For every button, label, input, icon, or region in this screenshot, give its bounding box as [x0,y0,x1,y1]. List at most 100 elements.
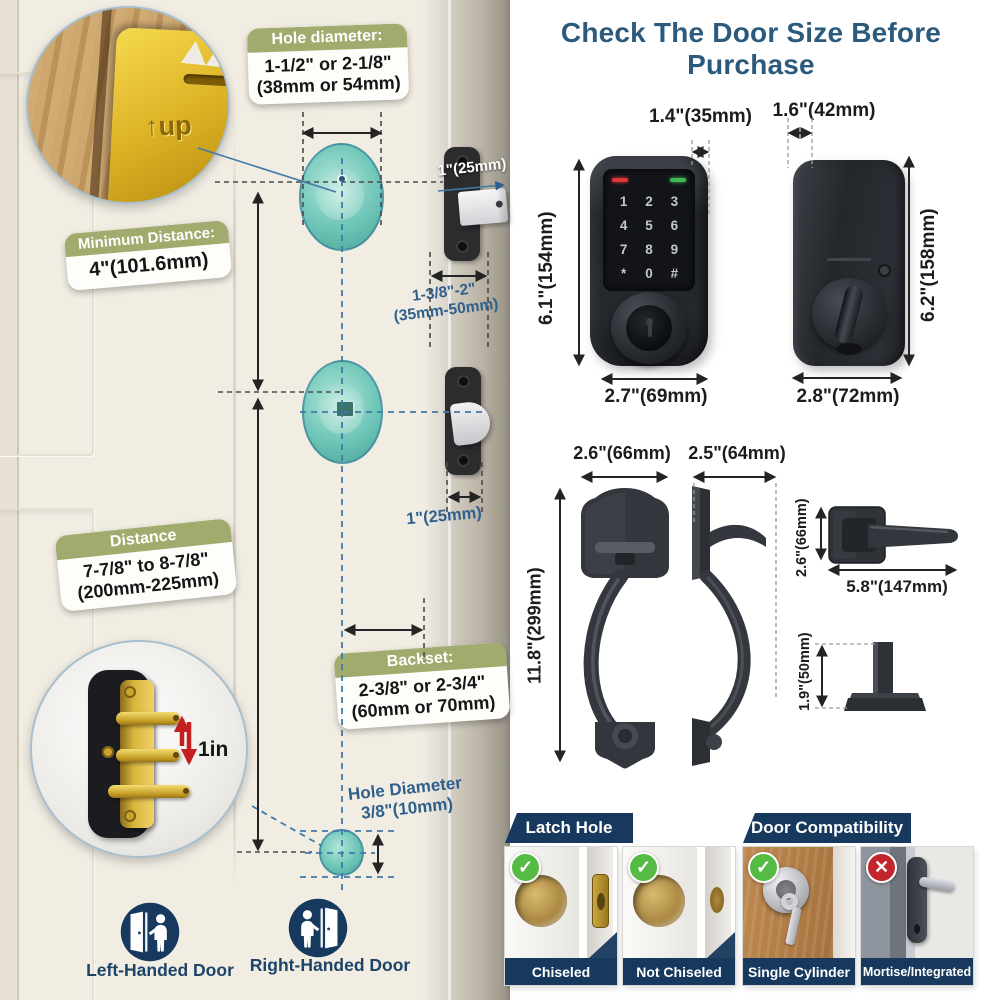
key-star: * [621,265,627,281]
chiseled-card: Chiseled [505,847,617,985]
latch-cutout [334,400,355,418]
single-cylinder-label: Single Cylinder [743,958,855,985]
bore-hole [515,875,567,927]
latch-teeth [181,37,230,69]
chiseled-photo [505,847,617,958]
latch-closeup-inset: ↑up [26,6,230,204]
up-orientation-mark: ↑up [144,110,193,143]
screw-icon [124,810,136,822]
adjustable-range-label: 1in [198,738,229,761]
key-9: 9 [670,241,679,257]
pointer-wedge [707,932,735,958]
screw-icon [455,155,469,168]
handleset-side-view [692,486,766,766]
key-cylinder [611,292,687,364]
mortise-backplate [907,857,927,943]
hole-diameter-line2: (38mm or 54mm) [256,71,402,98]
screw-icon [456,375,470,388]
red-led-icon [612,178,628,182]
screw-icon [456,454,470,467]
keypad-keys: 1 2 3 4 5 6 7 8 9 * 0 # [611,189,687,285]
bottom-slot [836,343,862,355]
interior-bottom-width: 2.8"(72mm) [796,386,900,407]
backset-box: Backset: 2-3/8" or 2-3/4" (60mm or 70mm) [333,642,511,730]
key-1: 1 [619,193,628,209]
deadbolt-bolt [457,187,509,227]
right-handed-door-label: Right-Handed Door [249,955,411,975]
lock-button [878,264,891,277]
adjustable-latch-inset [30,640,248,858]
left-handed-door-icon [120,902,180,962]
key-2: 2 [645,193,653,209]
pointer-wedge [589,932,617,958]
door-compatibility-banner: Door Compatibility [743,813,911,843]
key-5: 5 [645,217,653,233]
center-dot [336,174,347,185]
check-icon [748,852,779,883]
interior-height: 6.2"(158mm) [918,208,939,322]
handleset-front-width: 2.6"(66mm) [573,443,671,463]
mortise-photo [861,847,973,958]
brass-latch-body: ↑up [107,27,230,202]
handleset-height: 11.8"(299mm) [524,567,545,684]
door-gap-shadow [89,8,112,202]
mortise-card: Mortise/Integrated [861,847,973,985]
chiseled-label: Chiseled [505,958,617,985]
key-8: 8 [645,241,653,257]
lever-front-view [828,506,958,564]
not-chiseled-card: Not Chiseled [623,847,735,985]
keyhole-icon [646,318,653,326]
cover-seam [827,258,871,261]
latch-plate [592,874,609,928]
drive-in-latch-face [710,887,724,913]
lever-rose-height: 2.6"(66mm) [794,498,810,578]
handleset-front-view [581,488,669,769]
screw-icon [102,746,114,758]
hole-diameter-box: Hole diameter: 1-1/2" or 2-1/8" (38mm or… [246,23,410,105]
keyhole-slit [647,324,652,337]
keypad-top-width: 1.4"(35mm) [649,106,752,127]
door-stile-groove [233,130,236,890]
single-cylinder-card: Single Cylinder [743,847,855,985]
interior-top-width: 1.6"(42mm) [772,100,876,121]
mortise-label: Mortise/Integrated [861,958,973,985]
key-ring [781,893,798,910]
latch-hole-banner: Latch Hole [505,813,633,843]
keypad-height: 6.1"(154mm) [536,211,557,325]
keypad-screen: 1 2 3 4 5 6 7 8 9 * 0 # [603,169,695,291]
lever-projection: 1.9"(50mm) [797,632,813,712]
lever-length: 5.8"(147mm) [846,577,948,596]
thumbturn-bar [833,283,865,345]
bore-hole-middle [302,360,383,464]
bore-hole-bottom [319,829,364,876]
not-chiseled-photo [623,847,735,958]
key-pound: # [670,265,679,281]
green-led-icon [670,178,686,182]
keypad-bottom-width: 2.7"(69mm) [604,386,708,407]
screw-icon [455,240,469,253]
left-handed-door-label: Left-Handed Door [86,960,234,980]
lever-bottom-view [844,642,926,711]
not-chiseled-label: Not Chiseled [623,958,735,985]
hole-diameter-value: 1-1/2" or 2-1/8" (38mm or 54mm) [248,47,410,105]
latch-pin [116,749,180,762]
check-icon [510,852,541,883]
key-6: 6 [670,217,679,233]
key-3: 3 [670,193,679,209]
door-frame [0,0,19,1000]
keypad-lock-front: 1 2 3 4 5 6 7 8 9 * 0 # [590,156,708,366]
bore-hole-top [299,143,384,251]
single-cylinder-photo [743,847,855,958]
bore-hole [633,875,685,927]
latch-slot [183,73,228,88]
key-7: 7 [619,241,628,257]
latch-pin [108,785,190,798]
handleset-side-width: 2.5"(64mm) [688,443,786,463]
latch-pin [116,712,180,725]
right-handed-door-icon [288,898,348,958]
screw-icon [124,686,136,698]
key-0: 0 [645,265,653,281]
interior-lock [793,160,905,366]
check-icon [628,852,659,883]
